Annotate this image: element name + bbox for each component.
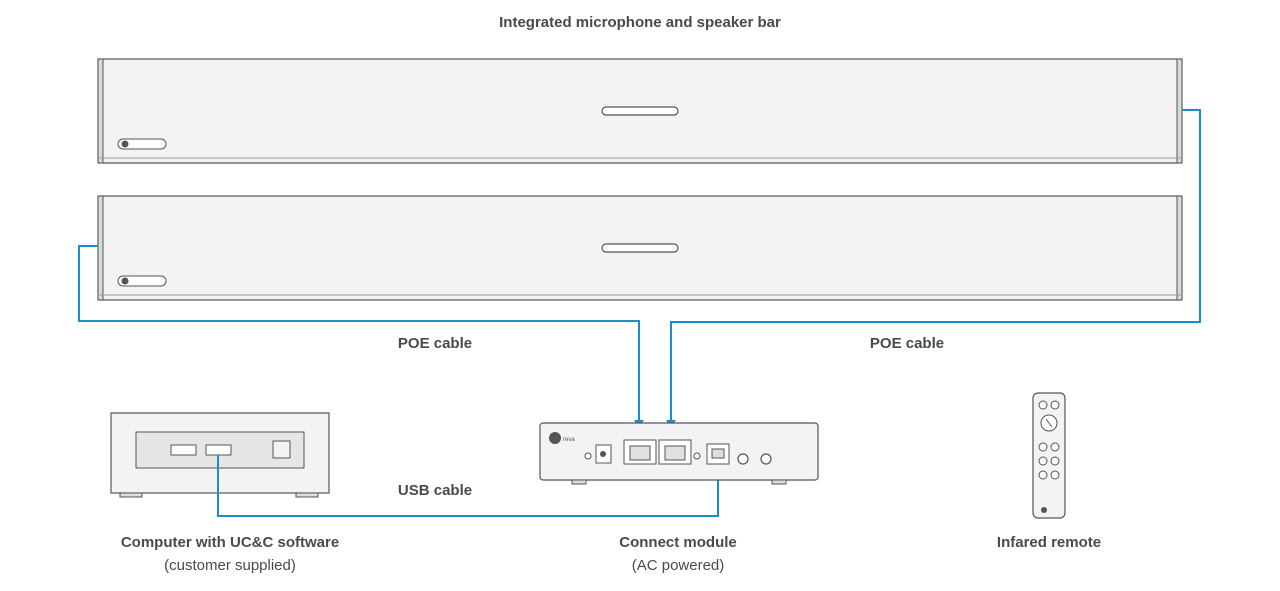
usb-cable-label: USB cable (397, 482, 473, 499)
poe-cable-left-label: POE cable (397, 335, 473, 352)
svg-text:reva: reva (563, 437, 575, 443)
computer-device (110, 412, 330, 498)
connect-module-label: Connect module (619, 534, 737, 551)
connect-module-device: reva (539, 422, 819, 485)
diagram-title: Integrated microphone and speaker bar (499, 14, 781, 31)
computer-label: Computer with UC&C software (120, 534, 340, 551)
nureva-logo-icon (117, 138, 167, 150)
poe-cable-right-label: POE cable (869, 335, 945, 352)
infrared-remote-device (1032, 392, 1066, 519)
computer-sublabel: (customer supplied) (164, 557, 296, 574)
speaker-bar-bottom (97, 195, 1183, 301)
connect-module-sublabel: (AC powered) (631, 557, 725, 574)
speaker-bar-top (97, 58, 1183, 164)
nureva-logo-icon (117, 275, 167, 287)
remote-label: Infared remote (996, 534, 1102, 551)
